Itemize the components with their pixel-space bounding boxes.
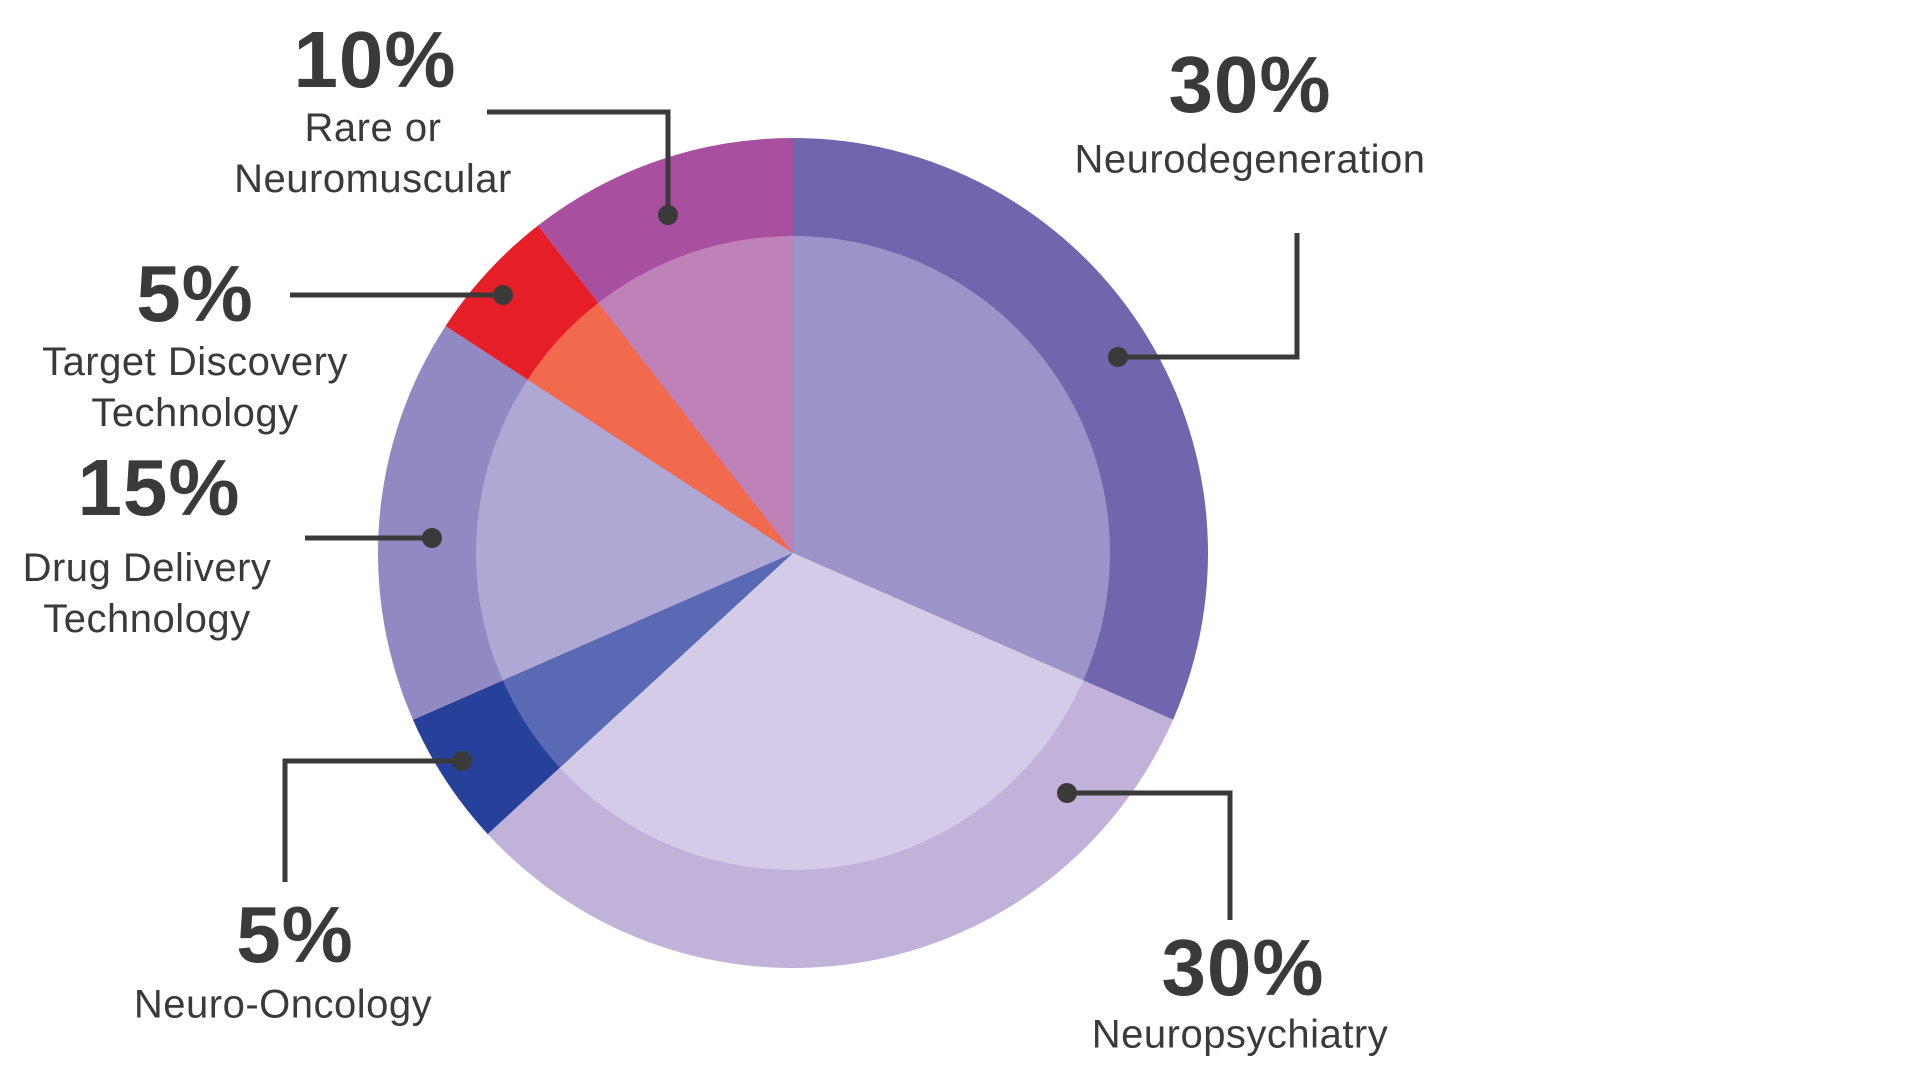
- leader-dot-neuro-oncology: [452, 751, 472, 771]
- segment-label-neuro-oncology: Neuro-Oncology: [133, 982, 433, 1027]
- segment-pct-neuro-oncology: 5%: [236, 890, 354, 979]
- segment-pct-neuropsychiatry: 30%: [1161, 923, 1325, 1012]
- segment-label-neurodegeneration: Neurodegeneration: [1074, 137, 1426, 182]
- segment-label-rare-neuromuscular: Rare or Neuromuscular: [234, 106, 512, 201]
- segment-label-drug-delivery: Drug Delivery Technology: [22, 546, 272, 641]
- segment-neurodegeneration-inner: [793, 236, 1110, 681]
- segment-rare-or-neuromuscular-inner: [598, 236, 793, 553]
- leader-dot-neuropsychiatry: [1057, 783, 1077, 803]
- leader-dot-rare-or-neuromuscular: [658, 205, 678, 225]
- segment-drug-delivery-technology-inner: [476, 379, 793, 681]
- segment-pct-neurodegeneration: 30%: [1168, 40, 1332, 129]
- segment-neuro-oncology-inner: [502, 553, 793, 768]
- leader-line-neurodegeneration: [1118, 233, 1300, 360]
- segment-label-neuropsychiatry: Neuropsychiatry: [1091, 1012, 1389, 1057]
- leader-line-rare-or-neuromuscular: [487, 109, 671, 215]
- segment-neuropsychiatry-inner: [559, 553, 1084, 871]
- leader-dot-target-discovery-technology: [493, 285, 513, 305]
- segment-pct-drug-delivery: 15%: [77, 443, 241, 532]
- leader-line-neuropsychiatry: [1067, 790, 1233, 920]
- segment-pct-target-discovery: 5%: [136, 249, 254, 338]
- leader-line-neuro-oncology: [282, 758, 462, 882]
- segment-target-discovery-technology-inner: [527, 302, 793, 553]
- segment-label-target-discovery: Target Discovery Technology: [42, 340, 348, 435]
- leader-dot-neurodegeneration: [1108, 347, 1128, 367]
- leader-dot-drug-delivery-technology: [422, 528, 442, 548]
- segment-pct-rare-neuromuscular: 10%: [293, 15, 457, 104]
